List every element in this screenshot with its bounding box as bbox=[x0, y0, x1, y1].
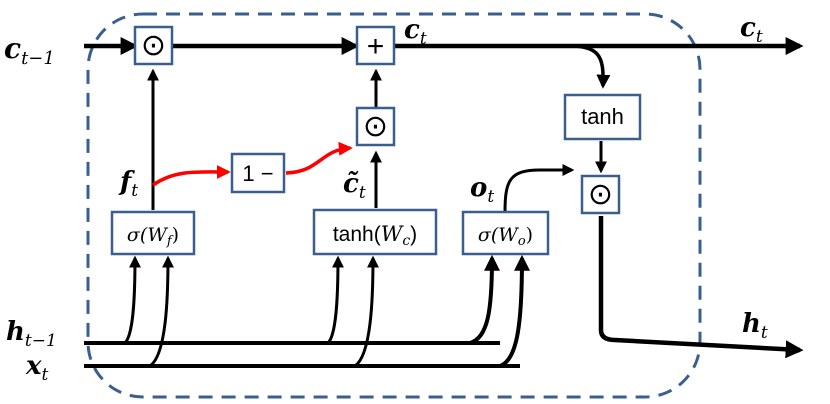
h-prev-label: ht−1 bbox=[6, 317, 57, 351]
input-multiply-symbol: ⊙ bbox=[363, 110, 388, 143]
c-tilde-label: c̃t bbox=[343, 169, 366, 203]
one-minus-node: 1 − bbox=[230, 152, 286, 194]
tanh-label: tanh bbox=[581, 104, 624, 129]
output-gate-label: σ(Wo) bbox=[478, 224, 533, 249]
plus-node: + bbox=[355, 25, 396, 66]
tanh-node: tanh bbox=[563, 93, 642, 141]
output-multiply-node: ⊙ bbox=[580, 174, 621, 215]
one-minus-label: 1 − bbox=[242, 161, 273, 186]
candidate-gate-label: tanh(Wc) bbox=[333, 222, 417, 249]
c-t-top-label: ct bbox=[404, 15, 427, 49]
x-t-label: xt bbox=[25, 351, 49, 385]
forget-gate-box: σ(Wf) bbox=[110, 210, 196, 256]
h-t-line bbox=[598, 216, 804, 359]
candidate-gate-box: tanh(Wc) bbox=[312, 208, 438, 256]
oneminus-to-imult-line bbox=[285, 141, 353, 175]
h-to-candidate-curve bbox=[326, 255, 344, 345]
o-t-label: ot bbox=[470, 173, 494, 207]
input-multiply-node: ⊙ bbox=[355, 106, 396, 147]
ct-to-tanh-line bbox=[574, 44, 611, 89]
output-multiply-symbol: ⊙ bbox=[588, 178, 613, 211]
forget-gate-label: σ(Wf) bbox=[127, 224, 179, 249]
h-to-output-curve bbox=[469, 254, 500, 345]
ogate-to-omult-line bbox=[503, 164, 575, 213]
cell-boundary bbox=[86, 12, 702, 399]
h-t-label: ht bbox=[742, 309, 768, 343]
plus-symbol: + bbox=[367, 30, 385, 63]
output-gate-box: σ(Wo) bbox=[461, 210, 550, 256]
forget-multiply-node: ⊙ bbox=[133, 25, 174, 66]
c-prev-label: ct−1 bbox=[4, 32, 55, 69]
h-to-forget-curve bbox=[123, 255, 141, 345]
forget-to-oneminus-line bbox=[152, 164, 231, 187]
forget-multiply-symbol: ⊙ bbox=[141, 29, 166, 62]
x-to-output-curve bbox=[499, 254, 530, 368]
x-to-candidate-curve bbox=[353, 255, 379, 368]
x-to-forget-curve bbox=[148, 255, 174, 368]
f-t-label: ft bbox=[118, 167, 138, 201]
c-t-right-label: ct bbox=[740, 13, 763, 47]
